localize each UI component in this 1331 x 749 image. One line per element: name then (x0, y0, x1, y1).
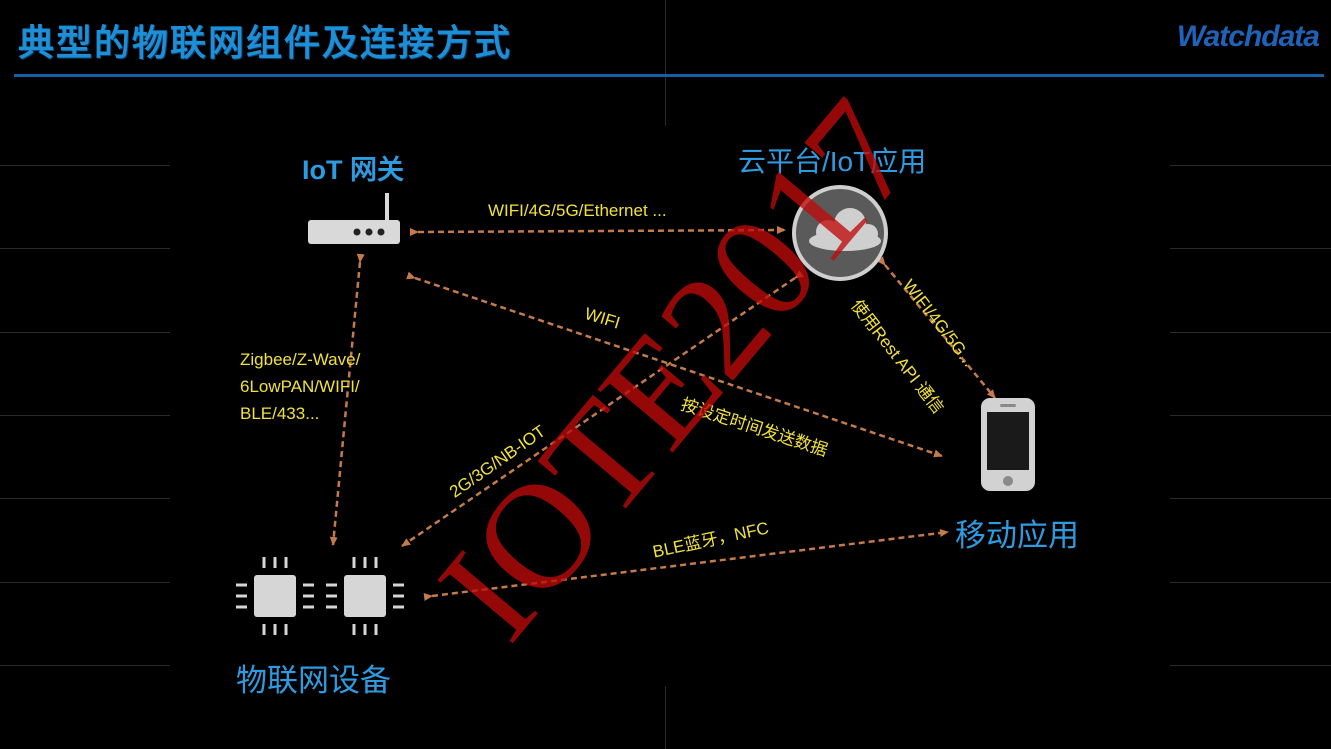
devices-label: 物联网设备 (236, 663, 391, 698)
title-underline (14, 74, 1324, 77)
edge-devices-mobile (423, 529, 949, 601)
edge-label-gateway-devices-3: BLE/433... (240, 404, 320, 423)
cloud-icon (792, 185, 888, 281)
brand-logo: Watchdata (1176, 20, 1320, 53)
gateway-label: IoT 网关 (302, 155, 404, 185)
edge-gateway-devices (329, 253, 365, 546)
edge-label-gateway-cloud: WIFI/4G/5G/Ethernet ... (488, 201, 667, 220)
mobile-label: 移动应用 (955, 518, 1079, 553)
edge-label-gateway-devices-1: Zigbee/Z-Wave/ (240, 350, 361, 369)
chip-icon (236, 557, 314, 635)
edge-cloud-mobile (876, 256, 996, 399)
page-title: 典型的物联网组件及连接方式 (18, 22, 513, 64)
router-icon (308, 193, 400, 244)
edge-gateway-cloud (409, 226, 786, 237)
cloud-label: 云平台/IoT应用 (738, 146, 927, 177)
smartphone-icon (981, 398, 1035, 491)
edge-label-gateway-devices-2: 6LowPAN/WIFI/ (240, 377, 360, 396)
chip-icon (326, 557, 404, 635)
